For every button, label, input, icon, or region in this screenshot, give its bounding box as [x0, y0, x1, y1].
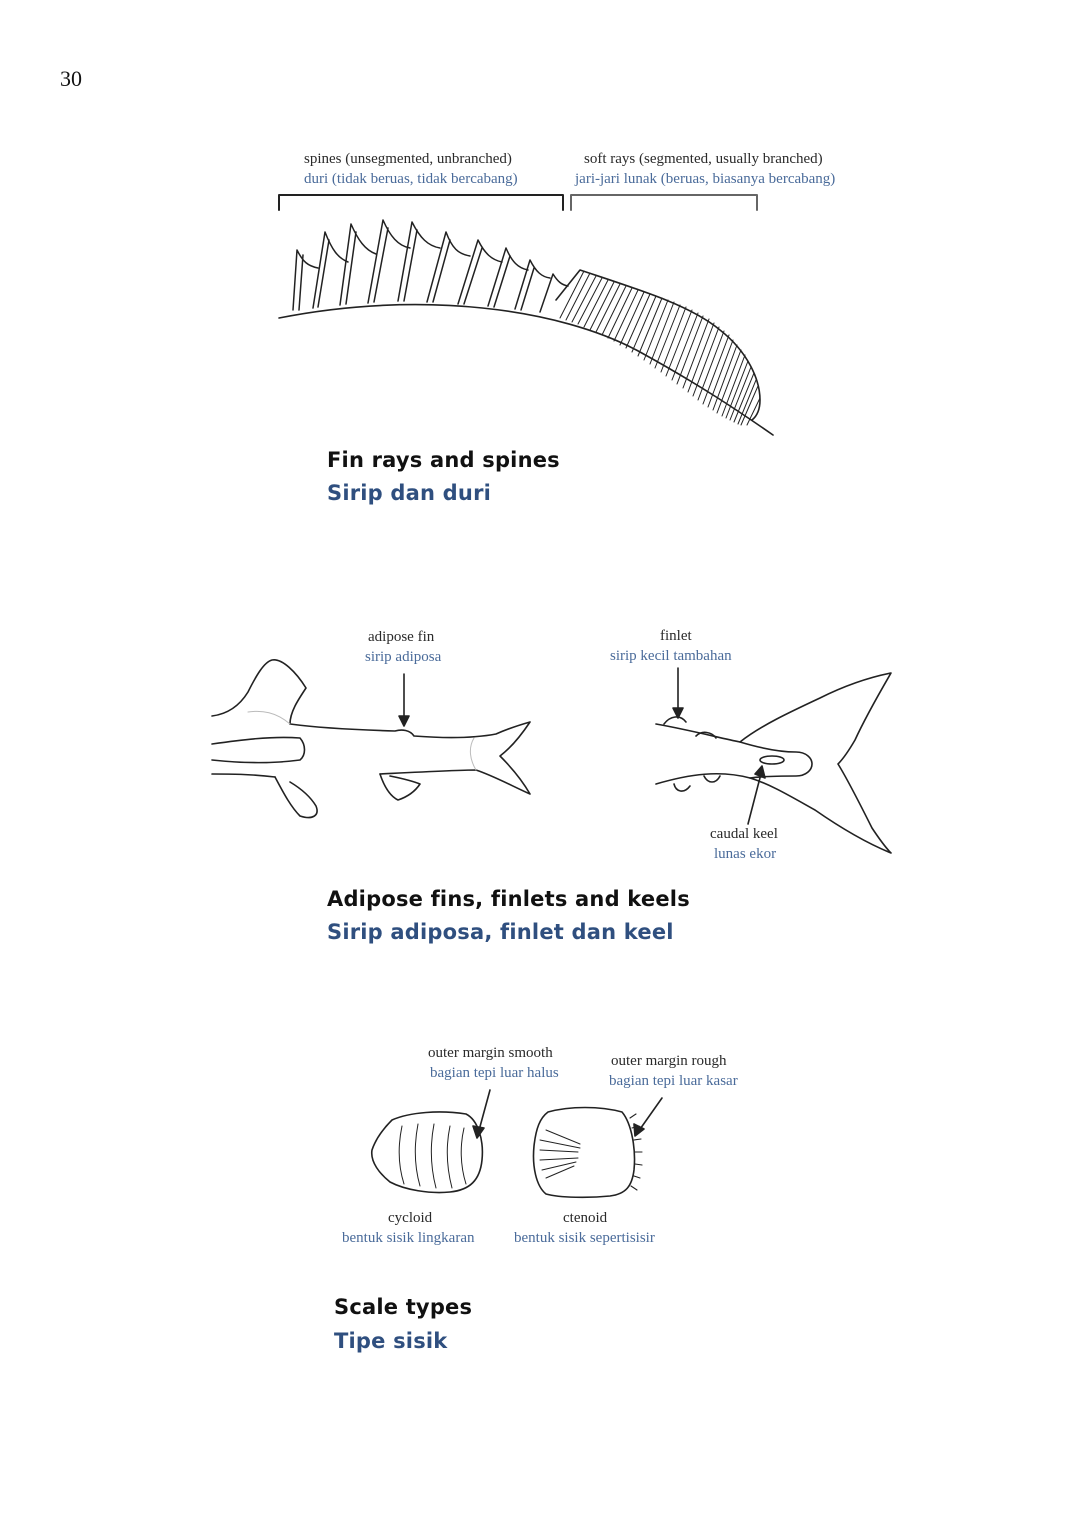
soft-rays-label-id: jari-jari lunak (beruas, biasanya bercab… [575, 171, 836, 187]
cycloid-label-en: cycloid [388, 1210, 433, 1226]
left-fish [211, 659, 531, 819]
scales-caption-id: Tipe sisik [334, 1329, 448, 1353]
finlet-label-id: sirip kecil tambahan [610, 648, 732, 664]
adipose-illustration [211, 659, 892, 854]
rough-margin-label-id: bagian tepi luar kasar [609, 1073, 738, 1089]
soft-rays-bracket [570, 194, 758, 211]
finlet-label-en: finlet [660, 628, 692, 644]
soft-ray-outline [555, 269, 761, 421]
adipose-fin-label-en: adipose fin [368, 629, 435, 645]
adipose-caption-id: Sirip adiposa, finlet dan keel [327, 920, 674, 944]
scales-illustration [370, 1089, 663, 1199]
page-number: 30 [60, 66, 82, 91]
caudal-keel-label-id: lunas ekor [714, 846, 777, 862]
adipose-fin-label-id: sirip adiposa [365, 649, 442, 665]
fin-base-line [278, 303, 774, 436]
ctenoid-label-en: ctenoid [563, 1210, 608, 1226]
rough-margin-label-en: outer margin rough [611, 1053, 727, 1069]
spines-bracket [278, 194, 564, 211]
scales-caption-en: Scale types [334, 1295, 473, 1319]
fin-rays-illustration [278, 194, 774, 436]
fin-rays-caption-id: Sirip dan duri [327, 481, 492, 505]
smooth-margin-label-en: outer margin smooth [428, 1045, 553, 1061]
soft-rays-group [559, 270, 761, 426]
smooth-margin-label-id: bagian tepi luar halus [430, 1065, 559, 1081]
cycloid-label-id: bentuk sisik lingkaran [342, 1230, 475, 1246]
caudal-keel-label-en: caudal keel [710, 826, 778, 842]
ctenoid-scale [532, 1097, 663, 1199]
keel-arrow [747, 769, 763, 825]
cycloid-scale [370, 1089, 491, 1194]
right-fish-tail [655, 667, 892, 854]
spines-label-en: spines (unsegmented, unbranched) [304, 151, 512, 167]
spines-group [292, 219, 569, 313]
soft-rays-label-en: soft rays (segmented, usually branched) [584, 151, 823, 167]
fin-rays-caption-en: Fin rays and spines [327, 448, 560, 472]
rough-arrow [637, 1097, 663, 1133]
spines-label-id: duri (tidak beruas, tidak bercabang) [304, 171, 518, 187]
adipose-caption-en: Adipose fins, finlets and keels [327, 887, 690, 911]
ctenoid-label-id: bentuk sisik sepertisisir [514, 1230, 655, 1246]
